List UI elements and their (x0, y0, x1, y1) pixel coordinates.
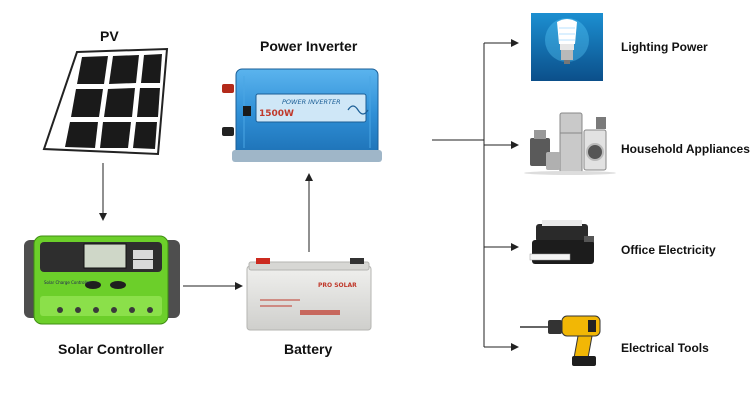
inverter-brand-text: POWER INVERTER (282, 98, 341, 106)
printer-icon (529, 220, 594, 264)
battery-label: Battery (284, 341, 333, 357)
output-label-tools: Electrical Tools (621, 341, 709, 355)
output-label-office: Office Electricity (621, 243, 716, 257)
pv-panel (42, 47, 169, 156)
power-inverter-device: POWER INVERTER 1500W (222, 68, 382, 162)
output-label-lighting: Lighting Power (621, 40, 708, 54)
lightbulb-icon (531, 13, 603, 81)
controller-brand-text: Solar Charge Controller (44, 280, 91, 285)
battery-brand-text: PRO SOLAR (318, 282, 357, 289)
power-drill-icon (520, 315, 601, 366)
solar-controller-label: Solar Controller (58, 341, 164, 357)
distribution-bracket (432, 39, 519, 351)
output-label-household: Household Appliances (621, 142, 750, 156)
household-appliances-icon (524, 112, 616, 175)
solar-controller-device: Solar Charge Controller (24, 235, 180, 325)
inverter-rating-text: 1500W (259, 109, 294, 119)
pv-label: PV (100, 28, 119, 44)
power-inverter-label: Power Inverter (260, 38, 358, 54)
battery-device: PRO SOLAR (246, 258, 372, 331)
